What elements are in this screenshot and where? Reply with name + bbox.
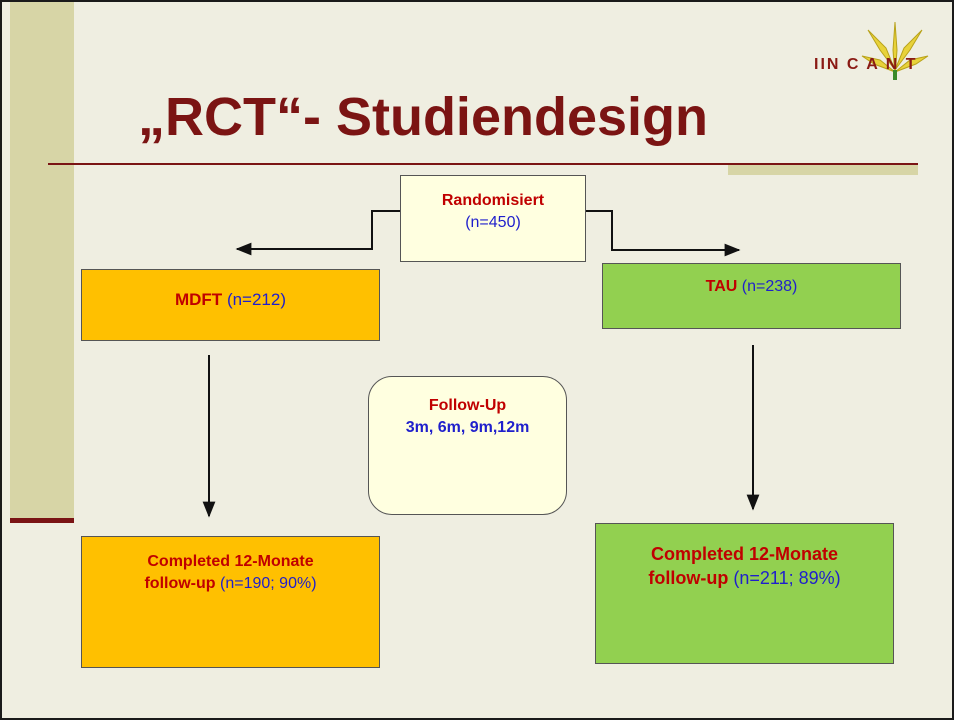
followup-box: Follow-Up 3m, 6m, 9m,12m (368, 376, 567, 515)
followup-label: Follow-Up (428, 397, 507, 414)
connector-to-mdft (235, 210, 400, 256)
title-accent-block (728, 165, 918, 175)
tau-completed-followup: follow-up (648, 568, 729, 588)
left-accent-rule (10, 518, 74, 523)
logo-text: IIN C A N T (814, 56, 918, 73)
mdft-completed-line1: Completed 12-Monate (147, 553, 314, 570)
tau-completed-box: Completed 12-Monate follow-up (n=211; 89… (595, 523, 894, 664)
tau-label: TAU (705, 278, 738, 295)
followup-times: 3m, 6m, 9m,12m (405, 419, 530, 436)
mdft-label: MDFT (174, 290, 223, 309)
mdft-box: MDFT (n=212) (81, 269, 380, 341)
connector-to-tau (586, 210, 741, 257)
mdft-count: (n=212) (226, 290, 287, 309)
cannabis-leaf-icon (861, 21, 929, 80)
randomized-label: Randomisiert (441, 192, 545, 209)
tau-count: (n=238) (741, 278, 798, 295)
mdft-completed-box: Completed 12-Monate follow-up (n=190; 90… (81, 536, 380, 668)
mdft-completed-count: (n=190; 90%) (220, 575, 317, 592)
randomized-count: (n=450) (465, 214, 521, 231)
slide-title: „RCT“- Studiendesign (138, 87, 708, 147)
tau-completed-line1: Completed 12-Monate (650, 544, 839, 564)
left-accent-bar (10, 2, 74, 520)
incant-logo: IIN C A N T (814, 20, 930, 84)
title-underline (48, 163, 918, 165)
mdft-completed-followup: follow-up (144, 575, 216, 592)
randomized-box: Randomisiert (n=450) (400, 175, 586, 262)
tau-completed-count: (n=211; 89%) (733, 568, 841, 588)
tau-box: TAU (n=238) (602, 263, 901, 329)
